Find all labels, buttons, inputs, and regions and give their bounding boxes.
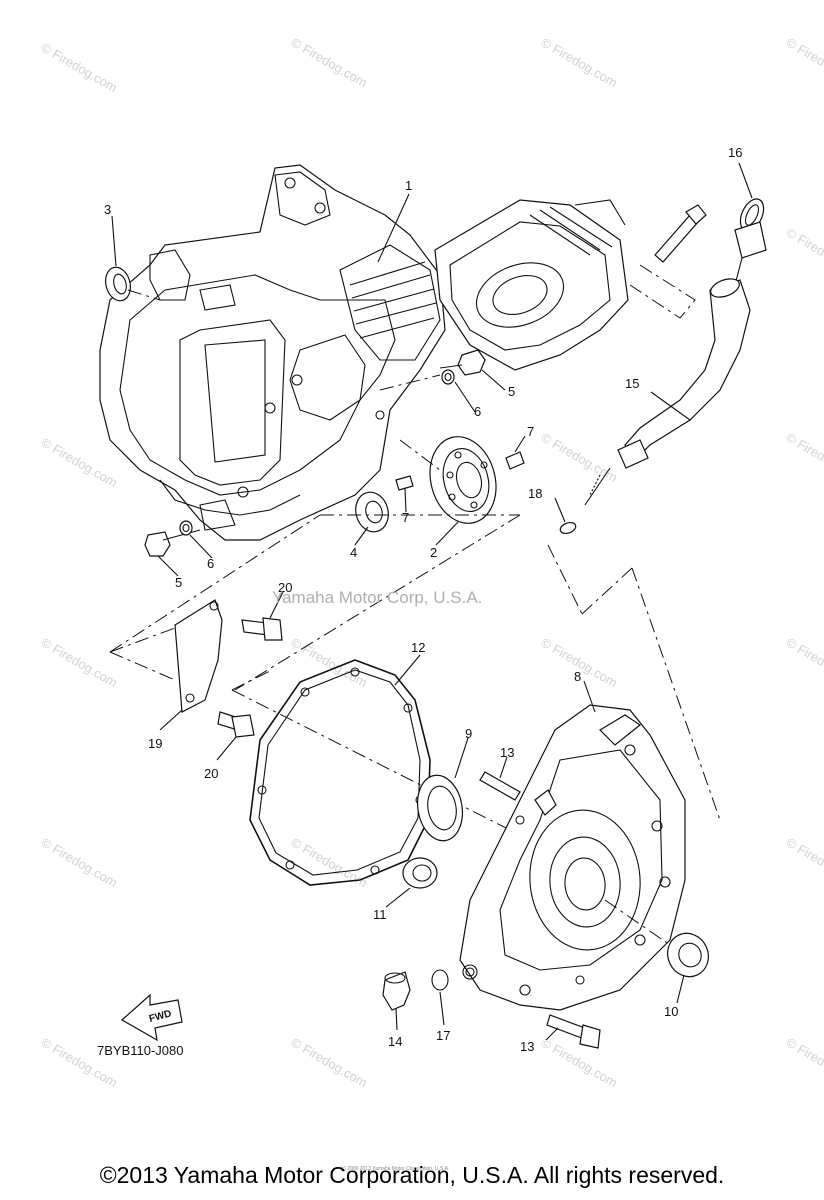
copyright-notice: ©2013 Yamaha Motor Corporation, U.S.A. A… (99, 1162, 725, 1188)
fine-print: (c) 2006 2013 Yamaha Motor Corporation, … (340, 1166, 449, 1172)
callout-9: 9 (465, 726, 472, 741)
callout-17: 17 (436, 1028, 450, 1043)
o-ring-17 (431, 969, 449, 991)
dipstick-16 (727, 198, 767, 291)
callout-10: 10 (664, 1004, 678, 1019)
callout-12: 12 (411, 640, 425, 655)
callout-13: 13 (520, 1039, 534, 1054)
callout-13: 13 (500, 745, 514, 760)
callout-6: 6 (474, 404, 481, 419)
crankcase (99, 164, 446, 541)
bolts-20 (217, 617, 283, 738)
watermark: © Firedog.com (539, 430, 621, 486)
watermark: © Firedog.com (289, 1035, 371, 1091)
watermark: © Firedog.com (784, 430, 824, 486)
oil-seal-3 (105, 266, 161, 302)
watermarks: © Firedog.com © Firedog.com © Firedog.co… (39, 35, 824, 1091)
watermark: © Firedog.com (784, 635, 824, 691)
callout-3: 3 (104, 202, 111, 217)
bolt-5-upper (379, 349, 486, 391)
drain-plug-14 (382, 971, 411, 1011)
callout-5: 5 (175, 575, 182, 590)
watermark: © Firedog.com (784, 1035, 824, 1091)
bolt-5-lower (144, 520, 201, 557)
watermark: © Firedog.com (39, 40, 121, 96)
callout-11: 11 (373, 907, 387, 922)
bolt-13-lower (546, 1014, 601, 1049)
watermark: © Firedog.com (39, 835, 121, 891)
gasket-12 (231, 659, 521, 886)
bolt-16-side (629, 204, 707, 319)
fwd-arrow-icon: FWD (120, 993, 183, 1042)
bearing-11 (402, 857, 438, 889)
filler-tube-15 (584, 278, 751, 506)
bearing-4 (355, 491, 389, 533)
watermark: © Firedog.com (784, 835, 824, 891)
callout-14: 14 (388, 1034, 402, 1049)
watermark: © Firedog.com (289, 835, 371, 891)
callout-15: 15 (625, 376, 639, 391)
watermark: © Firedog.com (784, 225, 824, 281)
crankcase-cover-8 (459, 704, 686, 1011)
callout-2: 2 (430, 545, 437, 560)
callout-labels: 1 2 3 5 6 7 7 4 2 5 6 16 15 18 20 12 8 1… (104, 145, 742, 1054)
oil-seal-9 (416, 774, 464, 842)
callout-6: 6 (207, 556, 214, 571)
callout-7: 7 (527, 424, 534, 439)
watermark: © Firedog.com (39, 435, 121, 491)
callout-4: 4 (350, 545, 357, 560)
watermark: © Firedog.com (539, 35, 621, 91)
watermark: © Firedog.com (784, 35, 824, 91)
bearing-2 (399, 436, 497, 524)
callout-19: 19 (148, 736, 162, 751)
callout-20: 20 (278, 580, 292, 595)
cylinder-block (434, 199, 629, 371)
watermark: © Firedog.com (539, 1035, 621, 1091)
dowel-13 (479, 771, 521, 801)
callout-5: 5 (508, 384, 515, 399)
callout-16: 16 (728, 145, 742, 160)
bracket-19 (109, 599, 223, 713)
callout-7: 7 (402, 510, 409, 525)
part-code: 7BYB110-J080 (97, 1043, 184, 1058)
callout-8: 8 (574, 669, 581, 684)
callout-18: 18 (528, 486, 542, 501)
leader-lines (111, 162, 753, 1041)
center-watermark: Yamaha Motor Corp, U.S.A. (272, 588, 482, 607)
watermark: © Firedog.com (289, 35, 371, 91)
callout-20: 20 (204, 766, 218, 781)
callout-1: 1 (405, 178, 412, 193)
watermark: © Firedog.com (39, 635, 121, 691)
o-ring-18 (547, 521, 721, 821)
assembly-lines (109, 514, 521, 691)
oil-seal-10 (604, 899, 709, 978)
dowel-pins-7 (395, 451, 525, 491)
